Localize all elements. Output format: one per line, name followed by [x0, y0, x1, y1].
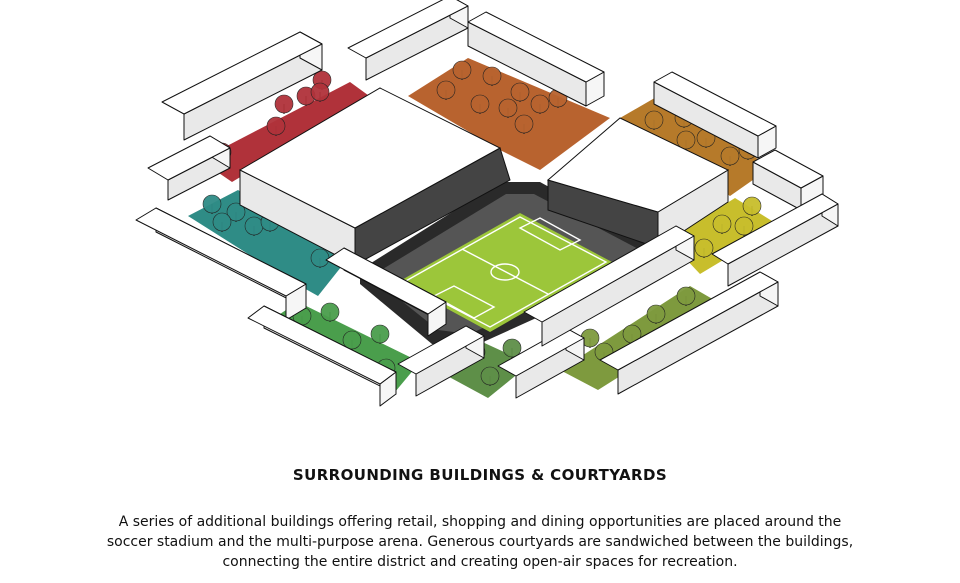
trees	[202, 60, 762, 386]
tree-icon	[694, 238, 714, 258]
stadium-district-diagram	[135, 0, 839, 407]
pitch-halfway-line	[461, 248, 549, 295]
building-north-right	[467, 11, 605, 107]
tree-icon	[342, 330, 362, 350]
pitch-penalty-box-north	[518, 217, 582, 251]
tree-icon	[226, 202, 246, 222]
building-north-left-roof	[347, 0, 469, 59]
building-south-west-inner-roof	[325, 247, 447, 315]
building-west-long-roof	[135, 207, 307, 297]
tree-icon	[676, 130, 696, 150]
tree-icon	[734, 216, 754, 236]
pitch-center-circle	[490, 263, 520, 281]
tree-icon	[266, 116, 286, 136]
tree-icon	[320, 302, 340, 322]
tree-icon	[742, 196, 762, 216]
building-south-small-left-roof	[397, 325, 485, 375]
building-north-west-long	[161, 31, 323, 141]
pitch-penalty-box-south	[432, 285, 496, 319]
courtyard-east	[668, 198, 780, 274]
large-building-left-roof	[238, 87, 502, 229]
building-south-west-long	[247, 305, 397, 407]
tree-icon	[514, 114, 534, 134]
building-north-west-long-roof	[161, 31, 323, 115]
surrounding-buildings	[135, 0, 839, 407]
building-north-east	[653, 71, 777, 159]
tree-icon	[530, 94, 550, 114]
tree-icon	[370, 324, 390, 344]
building-north-east-roof	[653, 71, 777, 137]
tree-icon	[646, 304, 666, 324]
pitch-markings	[402, 216, 608, 328]
building-west-long	[135, 207, 307, 321]
building-north-left	[347, 0, 469, 81]
tree-icon	[502, 338, 522, 358]
pitch-boundary-line	[402, 216, 608, 328]
tree-icon	[436, 80, 456, 100]
large-building-right-roof	[546, 117, 730, 213]
large-buildings	[238, 87, 730, 266]
tree-icon	[720, 146, 740, 166]
tree-icon	[310, 82, 330, 102]
tree-icon	[452, 60, 472, 80]
building-south-east-long-roof	[599, 271, 779, 371]
building-south-east-inner-roof	[523, 225, 695, 323]
courtyard-north-west	[200, 82, 372, 182]
building-south-west-inner	[325, 247, 447, 337]
building-south-east-inner	[523, 225, 695, 347]
tree-icon	[470, 94, 490, 114]
caption-body: A series of additional buildings offerin…	[106, 514, 854, 570]
tree-icon	[212, 212, 232, 232]
tree-icon	[676, 286, 696, 306]
building-north-right-roof	[467, 11, 605, 83]
building-south-small-left	[397, 325, 485, 397]
building-east-upper	[752, 149, 824, 211]
tree-icon	[202, 194, 222, 214]
tree-icon	[712, 214, 732, 234]
building-east-lower	[711, 193, 839, 287]
tree-icon	[510, 82, 530, 102]
tree-icon	[480, 366, 500, 386]
tree-icon	[644, 110, 664, 130]
building-west-small-roof	[147, 135, 231, 181]
building-east-lower-roof	[711, 193, 839, 265]
building-east-upper-roof	[752, 149, 824, 189]
building-south-west-long-roof	[247, 305, 397, 385]
building-south-east-long	[599, 271, 779, 395]
building-west-small	[147, 135, 231, 201]
caption-title: SURROUNDING BUILDINGS & COURTYARDS	[292, 466, 668, 484]
soccer-pitch	[398, 213, 612, 332]
building-south-small-right	[497, 327, 585, 399]
tree-icon	[274, 94, 294, 114]
tree-icon	[482, 66, 502, 86]
tree-icon	[498, 98, 518, 118]
